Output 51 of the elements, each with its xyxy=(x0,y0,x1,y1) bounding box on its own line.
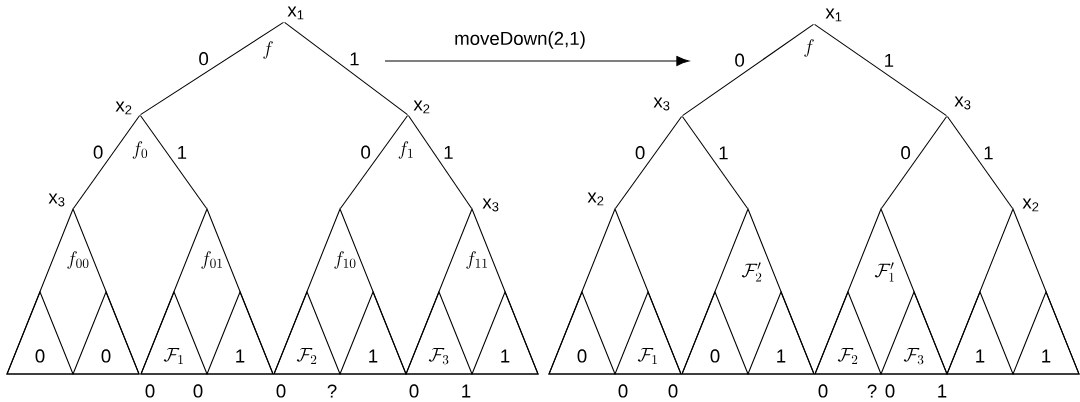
bit-label: ? xyxy=(867,384,877,398)
variable-label: x$_{1}$ xyxy=(287,6,304,20)
branch-label: 1 xyxy=(444,145,453,159)
tree-branch xyxy=(139,115,208,209)
variable-label: x$_{3}$ xyxy=(48,193,65,207)
bit-label: 0 xyxy=(409,384,419,398)
arrow-label: moveDown(2,1) xyxy=(455,31,585,49)
bit-label: 0 xyxy=(885,384,895,398)
branch-label: 1 xyxy=(885,53,894,67)
branch-label: 1 xyxy=(719,146,728,160)
tree-branch xyxy=(681,116,749,209)
tree-branch xyxy=(284,21,408,116)
variable-label: x$_{1}$ xyxy=(825,8,842,22)
bit-label: 0 xyxy=(618,384,628,398)
function-label: $f$ xyxy=(263,41,273,59)
variable-label: x$_{2}$ xyxy=(115,101,132,115)
branch-label: 1 xyxy=(984,146,993,160)
tree-branch xyxy=(72,115,141,209)
tree-branch xyxy=(407,115,473,209)
tree-branch xyxy=(614,116,683,209)
bit-label: 0 xyxy=(818,384,828,398)
bit-label: 0 xyxy=(276,384,286,398)
bit-label: 1 xyxy=(938,384,947,398)
function-label: $f_0$ xyxy=(132,141,148,159)
variable-label: x$_{2}$ xyxy=(413,100,430,114)
bit-label: ? xyxy=(327,384,337,398)
bit-label: 0 xyxy=(193,384,203,398)
branch-label: 0 xyxy=(635,146,645,160)
branch-label: 0 xyxy=(735,53,745,67)
tree-branch xyxy=(140,21,284,116)
variable-label: x$_{2}$ xyxy=(587,192,604,206)
branch-label: 0 xyxy=(93,145,103,159)
bit-label: 1 xyxy=(462,384,471,398)
variable-label: x$_{3}$ xyxy=(653,97,670,111)
function-label: $f$ xyxy=(804,39,814,57)
tree-branch xyxy=(880,116,948,209)
variable-label: x$_{3}$ xyxy=(954,96,971,110)
bit-label: 0 xyxy=(668,384,678,398)
function-label: $f_1$ xyxy=(398,141,413,159)
branch-label: 0 xyxy=(361,145,371,159)
variable-label: x$_{2}$ xyxy=(1022,198,1039,212)
branch-label: 0 xyxy=(901,146,911,160)
tree-branch xyxy=(946,116,1014,209)
branch-label: 0 xyxy=(199,52,209,66)
tree-branch xyxy=(682,23,814,117)
variable-label: x$_{3}$ xyxy=(482,198,499,212)
bit-label: 0 xyxy=(145,384,155,398)
tree-branch xyxy=(339,115,409,209)
branch-label: 1 xyxy=(350,52,359,66)
branch-label: 1 xyxy=(178,145,187,159)
tree-branch xyxy=(814,23,947,117)
